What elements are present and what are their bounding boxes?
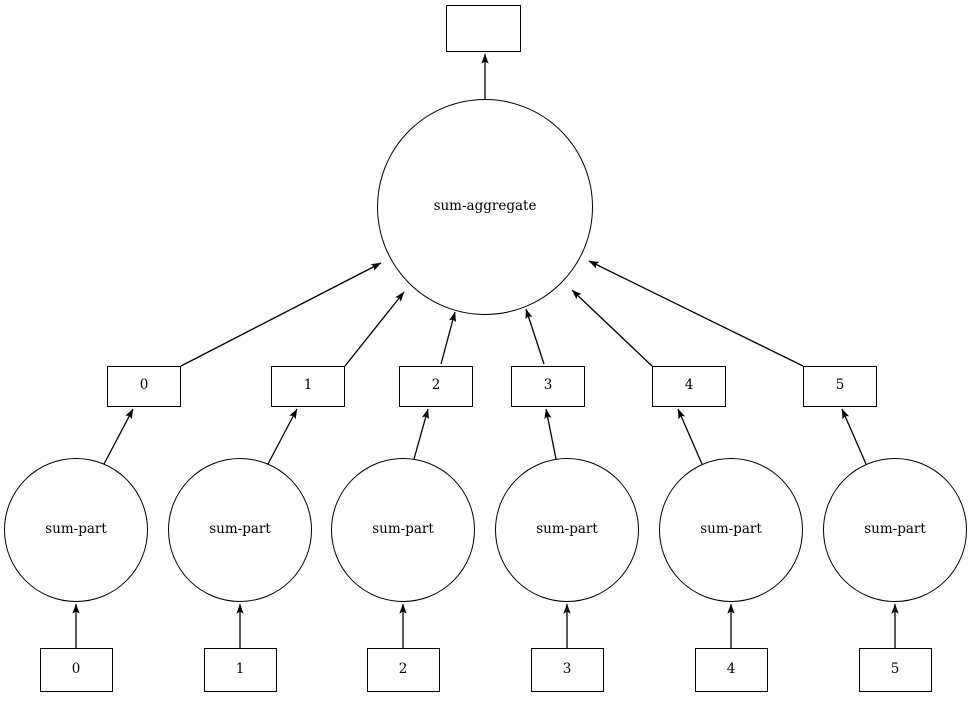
intermediate-box-2-label: 2 bbox=[431, 377, 441, 394]
intermediate-box-5[interactable]: 5 bbox=[803, 365, 877, 407]
intermediate-box-4[interactable]: 4 bbox=[652, 365, 726, 407]
sum-part-node-2-label: sum-part bbox=[372, 521, 434, 538]
input-box-4[interactable]: 4 bbox=[694, 648, 768, 692]
input-box-0-label: 0 bbox=[71, 661, 81, 678]
input-box-1-label: 1 bbox=[235, 661, 245, 678]
intermediate-box-1[interactable]: 1 bbox=[271, 365, 345, 407]
intermediate-box-5-label: 5 bbox=[835, 377, 845, 394]
sum-part-node-4[interactable]: sum-part bbox=[659, 458, 803, 602]
edge-part-5-to-box-5 bbox=[841, 408, 867, 465]
input-box-2[interactable]: 2 bbox=[366, 648, 440, 692]
edge-part-2-to-box-2 bbox=[413, 408, 429, 460]
input-box-1[interactable]: 1 bbox=[203, 648, 277, 692]
input-box-3-label: 3 bbox=[562, 661, 572, 678]
edge-box-1-to-sum-aggregate bbox=[344, 291, 405, 367]
intermediate-box-0-label: 0 bbox=[139, 377, 149, 394]
sum-part-node-3-label: sum-part bbox=[536, 521, 598, 538]
edge-box-2-to-sum-aggregate bbox=[440, 311, 457, 365]
input-box-5[interactable]: 5 bbox=[858, 648, 932, 692]
edge-part-3-to-box-3 bbox=[544, 408, 557, 460]
sum-part-node-5[interactable]: sum-part bbox=[823, 458, 967, 602]
sum-part-node-2[interactable]: sum-part bbox=[331, 458, 475, 602]
input-box-0[interactable]: 0 bbox=[39, 648, 113, 692]
sum-aggregate-node[interactable]: sum-aggregate bbox=[377, 99, 593, 315]
input-box-2-label: 2 bbox=[398, 661, 408, 678]
sum-part-node-3[interactable]: sum-part bbox=[495, 458, 639, 602]
edge-part-1-to-box-1 bbox=[267, 408, 298, 465]
intermediate-box-4-label: 4 bbox=[684, 377, 694, 394]
intermediate-box-2[interactable]: 2 bbox=[399, 365, 473, 407]
sum-part-node-0-label: sum-part bbox=[45, 521, 107, 538]
sum-part-node-1-label: sum-part bbox=[209, 521, 271, 538]
intermediate-box-3[interactable]: 3 bbox=[511, 365, 585, 407]
intermediate-box-1-label: 1 bbox=[303, 377, 313, 394]
sum-part-node-4-label: sum-part bbox=[700, 521, 762, 538]
edge-box-0-to-sum-aggregate bbox=[180, 262, 382, 367]
edge-box-5-to-sum-aggregate bbox=[588, 260, 804, 367]
sum-part-node-0[interactable]: sum-part bbox=[4, 458, 148, 602]
intermediate-box-0[interactable]: 0 bbox=[107, 365, 181, 407]
input-box-4-label: 4 bbox=[726, 661, 736, 678]
sum-part-node-5-label: sum-part bbox=[864, 521, 926, 538]
edge-part-4-to-box-4 bbox=[677, 408, 703, 465]
edge-box-4-to-sum-aggregate bbox=[571, 289, 653, 367]
output-node[interactable] bbox=[446, 5, 521, 52]
sum-part-node-1[interactable]: sum-part bbox=[168, 458, 312, 602]
edge-group bbox=[72, 53, 899, 648]
input-box-3[interactable]: 3 bbox=[530, 648, 604, 692]
sum-aggregate-label: sum-aggregate bbox=[433, 198, 537, 215]
input-box-5-label: 5 bbox=[890, 661, 900, 678]
edge-box-3-to-sum-aggregate bbox=[525, 308, 545, 365]
edge-part-0-to-box-0 bbox=[103, 408, 134, 465]
intermediate-box-3-label: 3 bbox=[543, 377, 553, 394]
